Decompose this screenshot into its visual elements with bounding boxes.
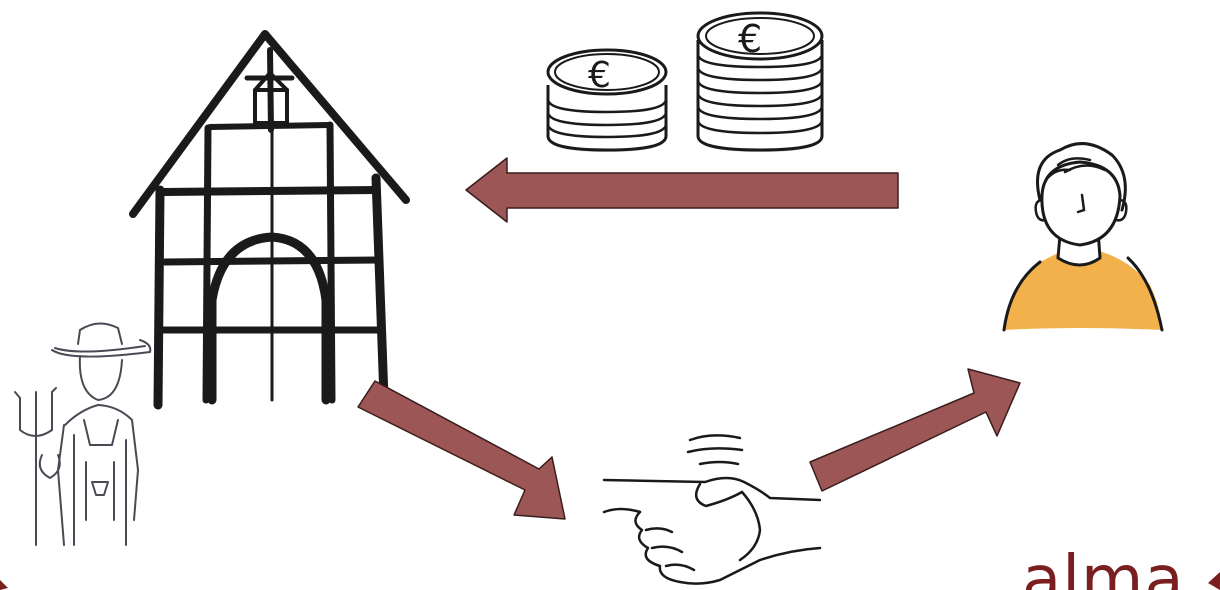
- alma-logo: alma: [1022, 548, 1185, 590]
- half-timbered-barn-icon: [129, 30, 410, 410]
- consumer-person-icon: [1002, 142, 1164, 332]
- right-edge-mark: [1208, 572, 1220, 590]
- left-edge-mark: [0, 580, 8, 590]
- arrow-consumer-to-farm: [465, 157, 899, 223]
- farmer-with-pitchfork-icon: [14, 322, 152, 546]
- alma-logo-text: alma: [1022, 548, 1185, 590]
- handshake-icon: [602, 434, 822, 585]
- flow-arrows: [357, 157, 1021, 520]
- arrow-handshake-to-consumer: [809, 368, 1021, 492]
- euro-coin-stacks-icon: € €: [546, 11, 824, 152]
- euro-coin-stack-small: €: [546, 48, 668, 152]
- svg-text:€: €: [738, 17, 762, 61]
- euro-coin-stack-large: €: [696, 11, 824, 152]
- svg-text:€: €: [588, 55, 611, 96]
- arrow-farm-to-handshake: [357, 380, 566, 520]
